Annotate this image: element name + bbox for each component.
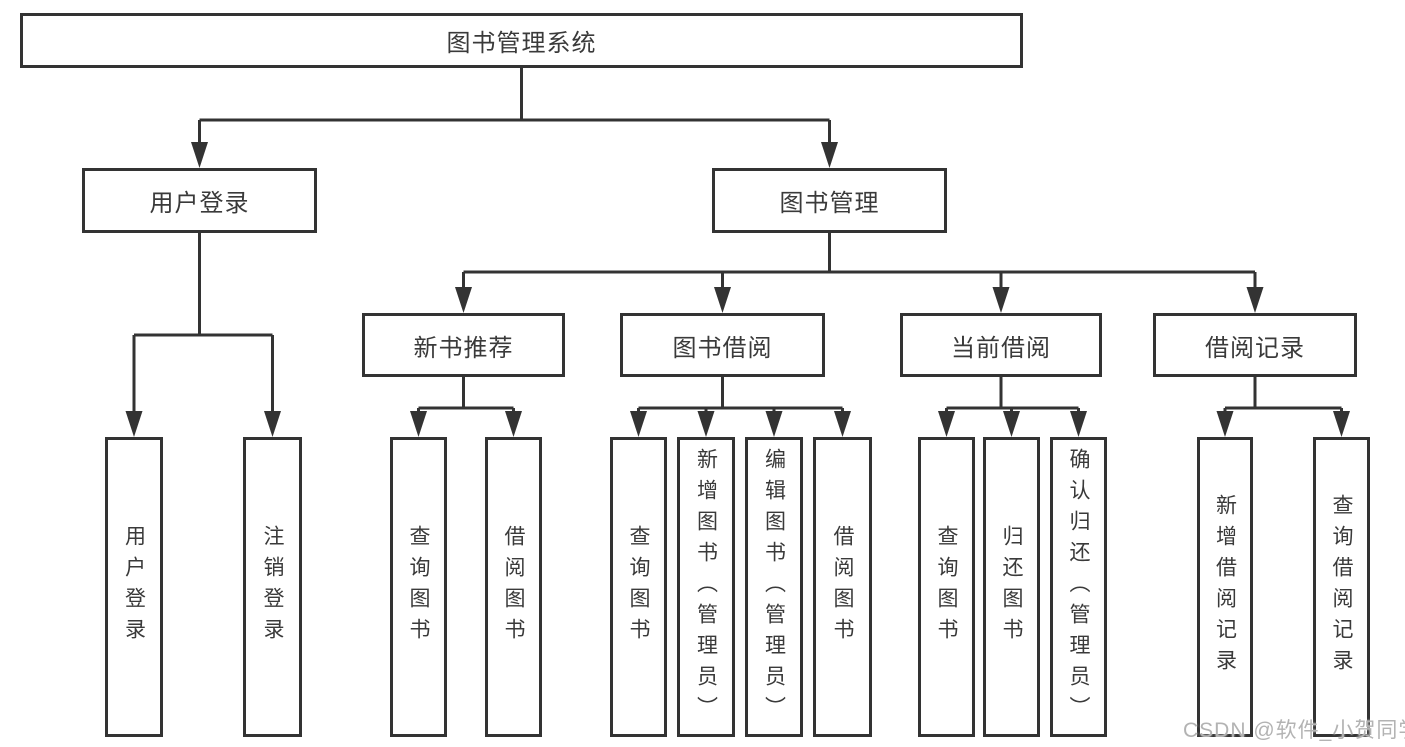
node-label: 确认归还（管理员）	[1067, 447, 1090, 727]
node-borrow-records: 借阅记录	[1153, 313, 1357, 377]
node-label: 借阅记录	[1205, 334, 1305, 362]
connector-group-root	[132, 68, 1343, 421]
node-label: 借阅图书	[502, 525, 525, 649]
leaf-query-books-current: 查询图书	[918, 437, 975, 737]
node-label: 归还图书	[1000, 525, 1023, 649]
node-label: 当前借阅	[951, 334, 1051, 362]
node-current-borrow: 当前借阅	[900, 313, 1102, 377]
leaf-logout: 注销登录	[243, 437, 302, 737]
leaf-query-books-borrow: 查询图书	[610, 437, 667, 737]
leaf-edit-books-admin: 编辑图书（管理员）	[745, 437, 803, 737]
leaf-confirm-return-admin: 确认归还（管理员）	[1050, 437, 1107, 737]
leaf-borrow-books: 借阅图书	[813, 437, 872, 737]
leaf-borrow-books-recommend: 借阅图书	[485, 437, 542, 737]
node-label: 新增图书（管理员）	[694, 447, 718, 727]
node-label: 查询图书	[627, 525, 650, 649]
node-label: 图书借阅	[672, 334, 773, 362]
node-label: 借阅图书	[831, 525, 854, 649]
node-book-management: 图书管理	[712, 168, 947, 233]
node-label: 查询图书	[407, 525, 430, 649]
node-label: 查询借阅记录	[1330, 494, 1353, 680]
node-label: 图书管理系统	[446, 30, 597, 57]
node-label: 注销登录	[261, 525, 284, 649]
node-root: 图书管理系统	[20, 13, 1023, 68]
arrowheads	[125, 142, 1350, 437]
leaf-add-borrow-record: 新增借阅记录	[1197, 437, 1253, 737]
leaf-query-books-recommend: 查询图书	[390, 437, 447, 737]
node-new-book-recommend: 新书推荐	[362, 313, 565, 377]
node-label: 查询图书	[935, 525, 958, 649]
leaf-add-books-admin: 新增图书（管理员）	[677, 437, 735, 737]
node-book-borrow: 图书借阅	[620, 313, 825, 377]
leaf-query-borrow-record: 查询借阅记录	[1313, 437, 1370, 737]
node-label: 编辑图书（管理员）	[762, 447, 786, 727]
leaf-user-login: 用户登录	[105, 437, 163, 737]
node-label: 新书推荐	[413, 334, 514, 362]
node-label: 用户登录	[149, 190, 250, 217]
node-label: 用户登录	[122, 525, 146, 649]
node-label: 新增借阅记录	[1213, 494, 1237, 680]
node-label: 图书管理	[779, 190, 880, 217]
csdn-watermark: CSDN @软件_小贺同学	[1183, 719, 1405, 742]
node-user-login: 用户登录	[82, 168, 317, 233]
leaf-return-books: 归还图书	[983, 437, 1040, 737]
